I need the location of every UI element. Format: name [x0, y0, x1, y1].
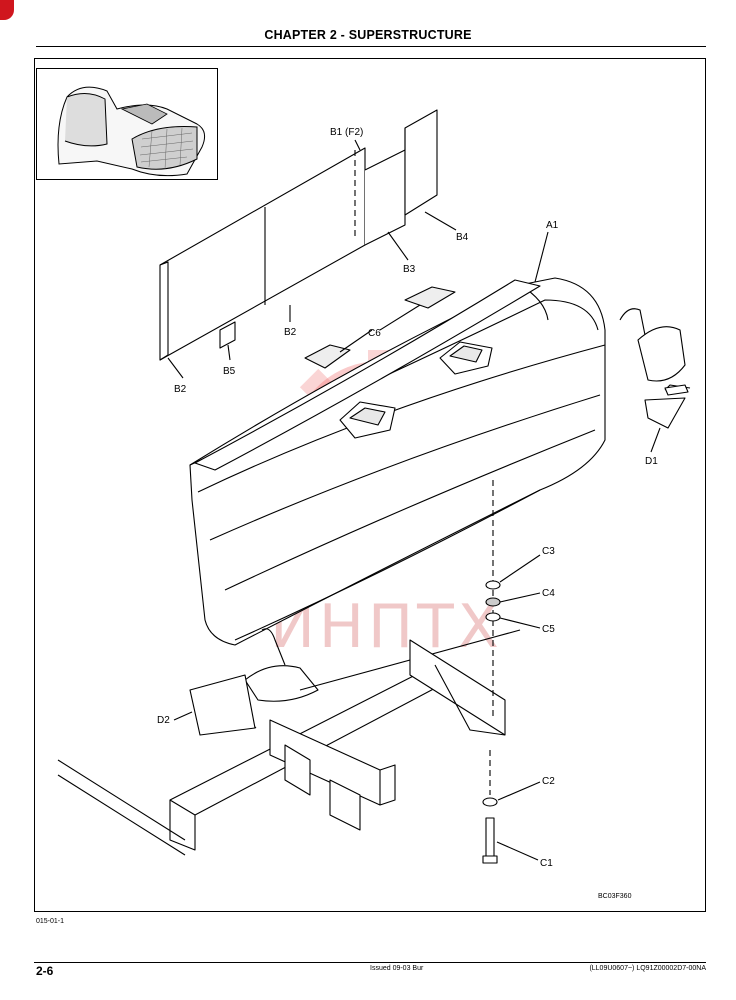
- callout-c6: C6: [368, 328, 381, 339]
- callout-d2: D2: [157, 715, 170, 726]
- corner-tab-marker: [0, 0, 14, 20]
- header-rule: [36, 46, 706, 47]
- figure-id: BC03F360: [598, 893, 632, 900]
- panel-b2: [159, 147, 366, 361]
- callout-c1: C1: [540, 858, 553, 869]
- counterweight-body: [189, 277, 606, 646]
- callout-c5: C5: [542, 624, 555, 635]
- page-number: 2-6: [36, 964, 54, 978]
- inset-machine-view: [36, 68, 218, 180]
- callout-c3: C3: [542, 546, 555, 557]
- callout-b2-upper: B2: [284, 327, 297, 338]
- callout-b5: B5: [223, 366, 236, 377]
- callout-a1: A1: [546, 220, 559, 231]
- chapter-title: CHAPTER 2 - SUPERSTRUCTURE: [264, 28, 472, 42]
- machine-inset-drawing: [57, 86, 206, 177]
- frame-rails: [57, 629, 521, 856]
- callout-c4: C4: [542, 588, 555, 599]
- part-number: (LL09U0607~) LQ91Z00002D7-00NA: [589, 965, 706, 972]
- callout-b4: B4: [456, 232, 469, 243]
- callout-b2-lower: B2: [174, 384, 187, 395]
- issue-date: Issued 09-03 Bur: [370, 965, 424, 972]
- callout-b3: B3: [403, 264, 416, 275]
- lamp-d1: [619, 308, 691, 429]
- lamp-d2: [189, 628, 319, 736]
- callout-c2: C2: [542, 776, 555, 787]
- illustration-frame: [34, 58, 706, 912]
- callout-b1: B1 (F2): [330, 127, 363, 138]
- callout-d1: D1: [645, 456, 658, 467]
- doc-reference: 015-01-1: [36, 918, 65, 925]
- footer-rule: [34, 962, 706, 963]
